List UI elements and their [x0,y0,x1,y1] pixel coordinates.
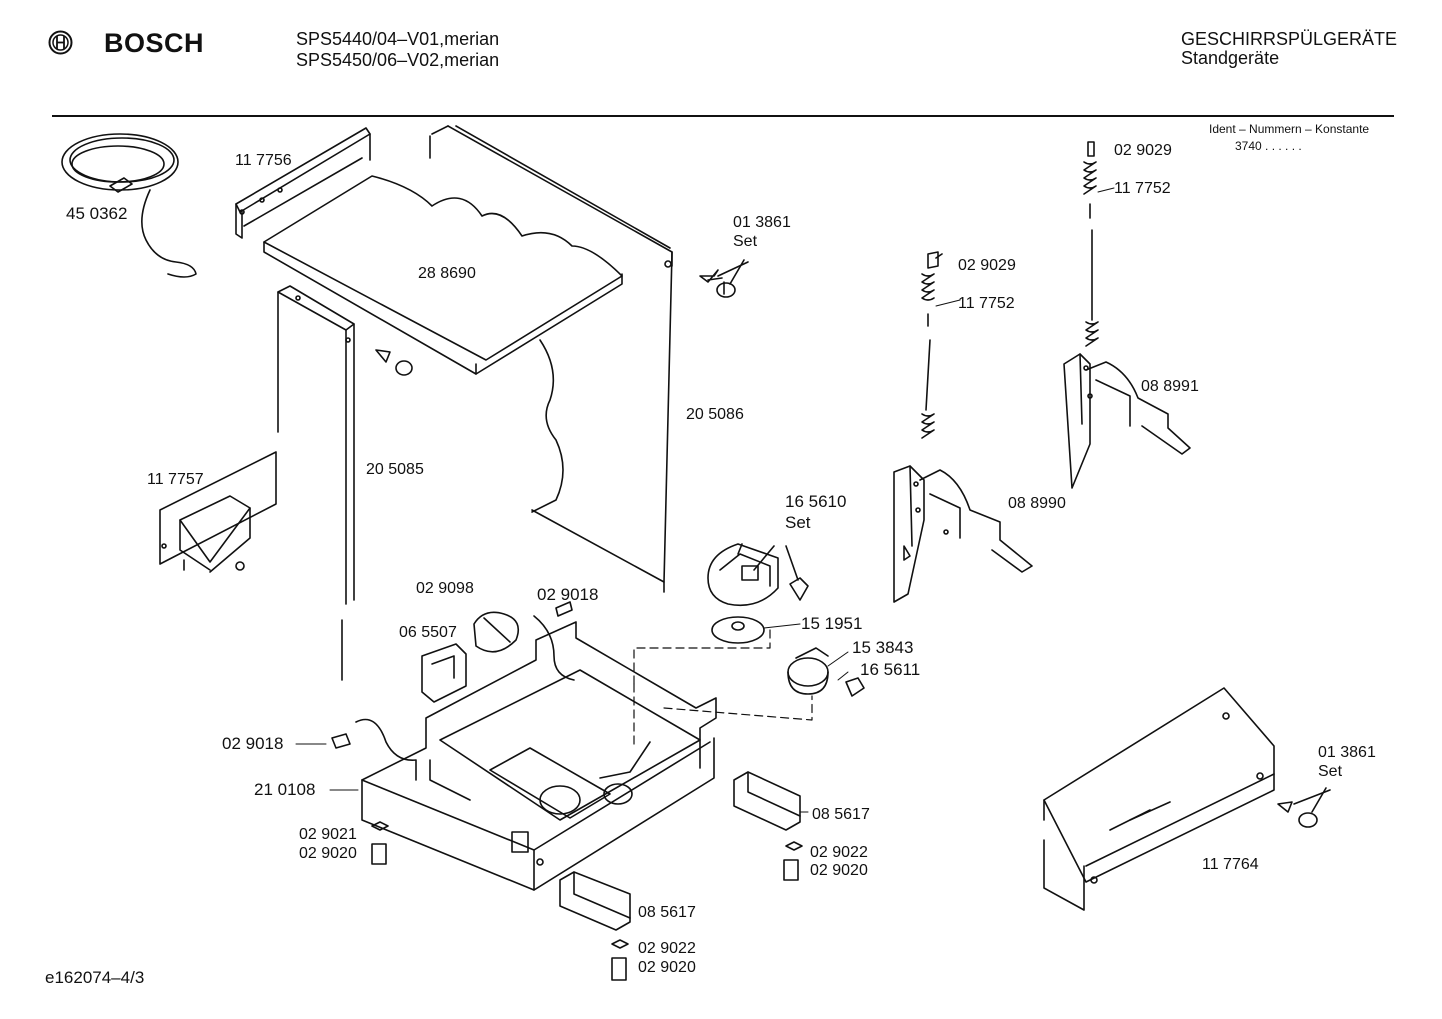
leader-lines [296,188,1114,812]
base-tub-drawing [356,616,716,890]
part-label-205085: 20 5085 [366,461,424,478]
part-label-set-right: Set [1318,763,1343,780]
part-label-029022-bottom: 02 9022 [638,940,696,957]
power-cord-drawing [62,134,196,277]
side-screw-cap-drawing [376,350,412,375]
hinge-bracket-b-drawing [894,466,1032,602]
ident-title: Ident – Nummern – Konstante [1209,122,1370,136]
part-label-117757: 11 7757 [147,471,204,488]
adjustable-feet-drawing [372,822,802,980]
hinge-spring-b-drawing [1084,142,1098,346]
valve-drawing [788,648,864,696]
bosch-logo-icon [48,30,73,55]
part-label-165611: 16 5611 [860,660,921,679]
part-label-065507: 06 5507 [399,624,457,641]
part-label-450362: 45 0362 [66,204,128,223]
part-label-117764: 11 7764 [1202,856,1259,873]
part-label-029098: 02 9098 [416,580,474,597]
part-label-085617-right: 08 5617 [812,806,870,823]
part-label-set-top: Set [733,233,758,250]
side-panel-drawing [278,286,354,680]
category-title: GESCHIRRSPÜLGERÄTE [1181,29,1398,49]
part-label-029022-right: 02 9022 [810,844,868,861]
part-label-117756: 11 7756 [235,152,292,169]
small-components-drawing [332,602,572,748]
category-subtitle: Standgeräte [1181,48,1280,68]
filter-disc-drawing [712,617,764,643]
ident-value: 3740 . . . . . . [1235,139,1302,153]
foot-cover-right-drawing [734,772,800,830]
part-label-153843: 15 3843 [852,638,914,657]
part-label-085617-bottom: 08 5617 [638,904,696,921]
part-label-029029-b: 02 9029 [1114,142,1172,159]
part-label-088990: 08 8990 [1008,495,1066,512]
part-label-029020-bottom: 02 9020 [638,959,696,976]
part-label-029029-a: 02 9029 [958,257,1016,274]
part-label-029021: 02 9021 [299,826,357,843]
part-label-210108: 21 0108 [254,780,316,799]
model-line-2: SPS5450/06–V02,merian [296,50,500,70]
hinge-spring-a-drawing [922,252,942,438]
pump-set-drawing [708,544,808,605]
model-line-1: SPS5440/04–V01,merian [296,29,500,49]
back-panel-drawing [430,126,672,592]
part-label-165610: 16 5610 [785,492,847,511]
part-label-013861-top: 01 3861 [733,214,791,231]
brand-name: BOSCH [104,28,205,58]
part-label-029020-left: 02 9020 [299,845,357,862]
part-label-205086: 20 5086 [686,406,744,423]
part-label-088991: 08 8991 [1141,378,1199,395]
header-divider [52,115,1394,117]
part-label-151951: 15 1951 [801,614,863,633]
hinge-bracket-a-drawing [1064,354,1190,488]
part-label-117752-b: 11 7752 [1114,180,1171,197]
screw-cap-set-top-drawing [700,260,748,297]
kickplate-drawing [1044,688,1274,910]
worktop-plate-drawing [264,176,622,512]
drawing-code: e162074–4/3 [45,968,145,987]
part-label-set-mid: Set [785,513,811,532]
part-label-288690: 28 8690 [418,265,476,282]
part-label-013861-right: 01 3861 [1318,744,1376,761]
part-label-029018-top: 02 9018 [537,585,599,604]
insulation-block-drawing [160,452,276,572]
top-rail-drawing [236,128,370,238]
part-label-029018-left: 02 9018 [222,734,284,753]
foot-cover-bottom-drawing [560,872,630,930]
part-label-029020-right: 02 9020 [810,862,868,879]
assembly-guide-lines [634,628,812,744]
part-label-117752-a: 11 7752 [958,295,1015,312]
screw-cap-set-right-drawing [1278,788,1330,827]
